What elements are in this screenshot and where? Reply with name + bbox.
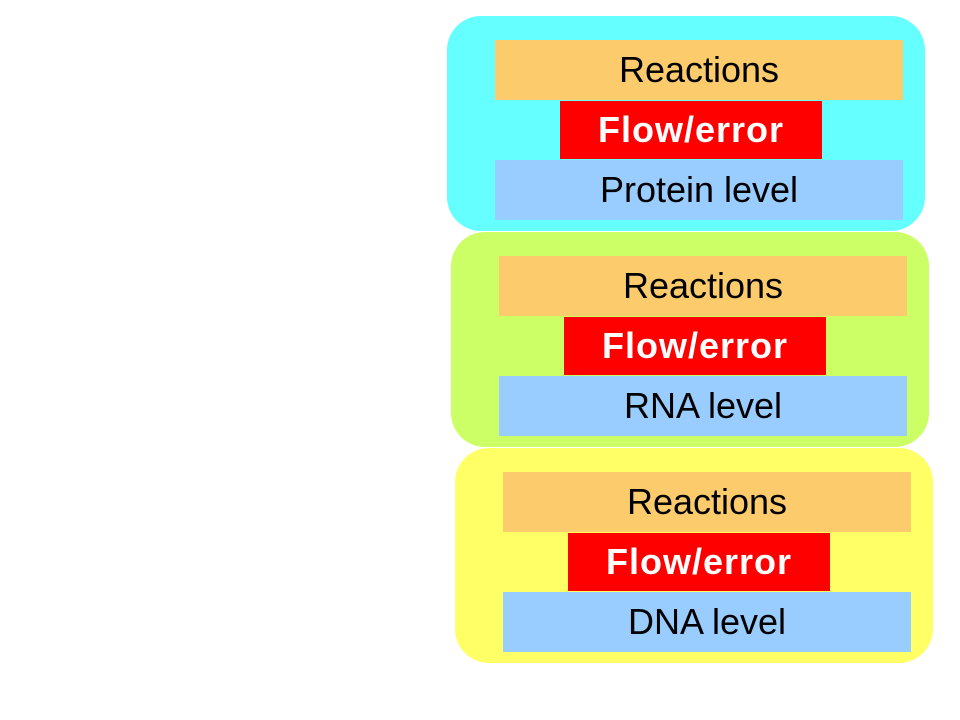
rna-level-band: RNA level [499,376,907,436]
protein-flow-error-band: Flow/error [560,101,822,159]
rna-layer: Reactions Flow/error RNA level [451,232,929,447]
rna-reactions-band: Reactions [499,256,907,316]
rna-flow-error-band: Flow/error [564,317,826,375]
dna-level-band: DNA level [503,592,911,652]
protein-layer: Reactions Flow/error Protein level [447,16,925,231]
dna-layer: Reactions Flow/error DNA level [455,448,933,663]
protein-reactions-band: Reactions [495,40,903,100]
protein-level-band: Protein level [495,160,903,220]
dna-reactions-band: Reactions [503,472,911,532]
dna-flow-error-band: Flow/error [568,533,830,591]
